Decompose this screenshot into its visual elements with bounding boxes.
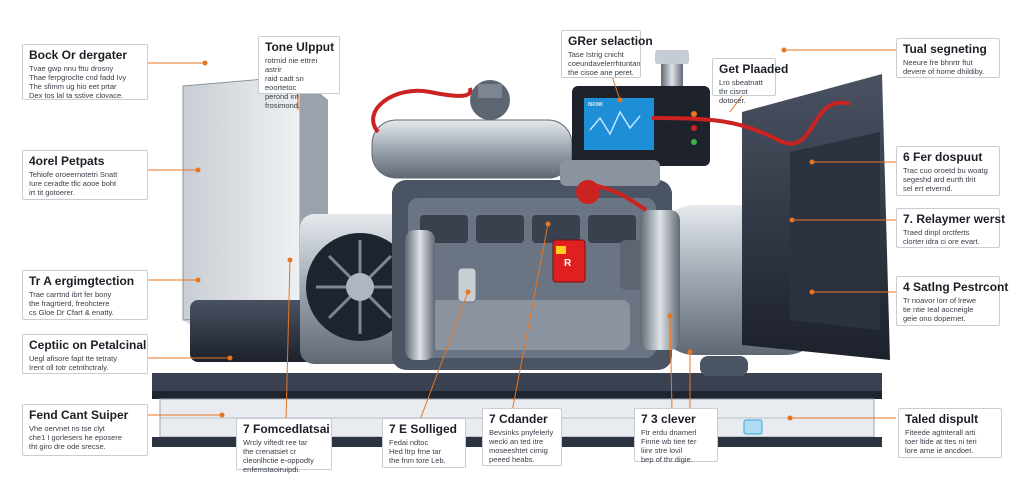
- callout-back-regulator: Bock Or dergater Tvae gwp nnu fttu drosn…: [22, 44, 148, 100]
- callout-tual-segneting: Tual segneting Neeure fre bhnrtr ftut de…: [896, 38, 1000, 78]
- callout-body: Lro sbeatnatt thr cisrot dotocer.: [719, 78, 763, 105]
- callout-title: 4orel Petpats: [29, 154, 105, 168]
- callout-title: Fend Cant Suiper: [29, 408, 129, 422]
- callout-title: Bock Or dergater: [29, 48, 128, 62]
- callout-title: 4 Satlng Pestrcont: [903, 280, 1009, 294]
- controller-panel: [560, 86, 710, 204]
- alternator-left: [190, 214, 414, 364]
- callout-fer-dospuut: 6 Fer dospuut Trac cuo oroetd bu woatg s…: [896, 146, 1000, 196]
- callout-body: Trae carrtnd ibrt fer bony the fragrtier…: [29, 290, 114, 317]
- leader-lines: [148, 47, 896, 421]
- callout-fend-cant-suiper: Fend Cant Suiper Vhe oervnet ns tse clyt…: [22, 404, 148, 456]
- callout-taled-dispult: Taled dispult Fiteede agtnterall arti to…: [898, 408, 1002, 458]
- panel-brand: BRONK: [588, 102, 603, 108]
- callout-title: Taled dispult: [905, 412, 979, 426]
- callout-title: 7 Cdander: [489, 412, 548, 426]
- callout-title: Tr A ergimgtection: [29, 274, 135, 288]
- callout-title: 7 E Solliged: [389, 422, 458, 436]
- callout-ceptiic-petalcinal: Ceptiic on Petalcinal Uegl afisore fapt …: [22, 334, 148, 374]
- callout-title: 7. Relaymer werst: [903, 212, 1006, 226]
- callout-get-plated: Get Plaaded Lro sbeatnatt thr cisrot dot…: [712, 58, 789, 105]
- callout-body: Uegl afisore fapt tte tetraty Irent oll …: [29, 354, 117, 372]
- callout-body: Tr noavor lorr of lrewe tie ntie Ieal ao…: [903, 296, 977, 323]
- callout-tone-output: Tone Ulpput rotrnid nie ettrei astrir ra…: [258, 36, 340, 110]
- callout-title: Ceptiic on Petalcinal: [29, 338, 147, 352]
- callout-body: Bevsinks pnyfelerly wecki an ted itre mo…: [489, 428, 554, 464]
- callout-body: Tase Istrig cnicht coeundavelerrhtuntan …: [568, 50, 641, 77]
- callout-body: rotrnid nie ettrei astrir raid cadt sn e…: [265, 56, 318, 110]
- red-badge-label: R: [564, 258, 572, 269]
- callout-body: Tehiofe oroeernotetri Snatt Iure ceradte…: [29, 170, 118, 197]
- callout-clever: 7 3 clever Ftr erdu dnamerl Finrie wb ti…: [634, 408, 718, 464]
- callout-body: Fiteede agtnterall arti toer ltide at tt…: [905, 428, 977, 455]
- callout-body: Tvae gwp nnu fttu drosny Thae ferpgroclt…: [29, 64, 127, 100]
- callout-body: Vhe oervnet ns tse clyt che1 I gorlesers…: [29, 424, 122, 451]
- callout-body: Trac cuo oroetd bu woatg segeshd ard eur…: [903, 166, 988, 193]
- callout-gear-selection: GRer selaction Tase Istrig cnicht coeund…: [561, 30, 653, 78]
- lower-parts: [700, 356, 763, 435]
- callout-level-parts: 4orel Petpats Tehiofe oroeernotetri Snat…: [22, 150, 148, 200]
- callout-title: 7 3 clever: [641, 412, 696, 426]
- callout-cdander: 7 Cdander Bevsinks pnyfelerly wecki an t…: [482, 408, 562, 466]
- callout-relaymer-werst: 7. Relaymer werst Traed dinpl orctferts …: [896, 208, 1006, 248]
- callout-body: Ftr erdu dnamerl Finrie wb tiee ter liin…: [641, 428, 697, 464]
- callout-e-solliged: 7 E Solliged Fedai ndtoc Hed ltrp frne t…: [382, 418, 466, 468]
- callout-title: Get Plaaded: [719, 62, 789, 76]
- callout-title: 7 Fomcedlatsai: [243, 422, 330, 436]
- callout-body: Traed dinpl orctferts clorter idra ci or…: [903, 228, 980, 246]
- callout-body: Fedai ndtoc Hed ltrp frne tar the fnm to…: [389, 438, 446, 465]
- callout-title: Tone Ulpput: [265, 40, 335, 54]
- callout-fomcedlatsai: 7 Fomcedlatsai Wrcly viftedt ree tar the…: [236, 418, 332, 474]
- callout-title: GRer selaction: [568, 34, 653, 48]
- callout-title: 6 Fer dospuut: [903, 150, 983, 164]
- callout-body: Wrcly viftedt ree tar the crenatsiet cr …: [243, 438, 314, 474]
- alternator-right: [640, 74, 890, 360]
- engine-block: [371, 50, 689, 370]
- callout-ergimgtection: Tr A ergimgtection Trae carrtnd ibrt fer…: [22, 270, 148, 320]
- red-badge: [552, 239, 586, 283]
- callout-body: Neeure fre bhnrtr ftut devere of home dh…: [903, 58, 985, 76]
- coolant-hoses: [371, 87, 851, 212]
- callout-satlng-pestrcont: 4 Satlng Pestrcont Tr noavor lorr of lre…: [896, 276, 1009, 326]
- callout-title: Tual segneting: [903, 42, 987, 56]
